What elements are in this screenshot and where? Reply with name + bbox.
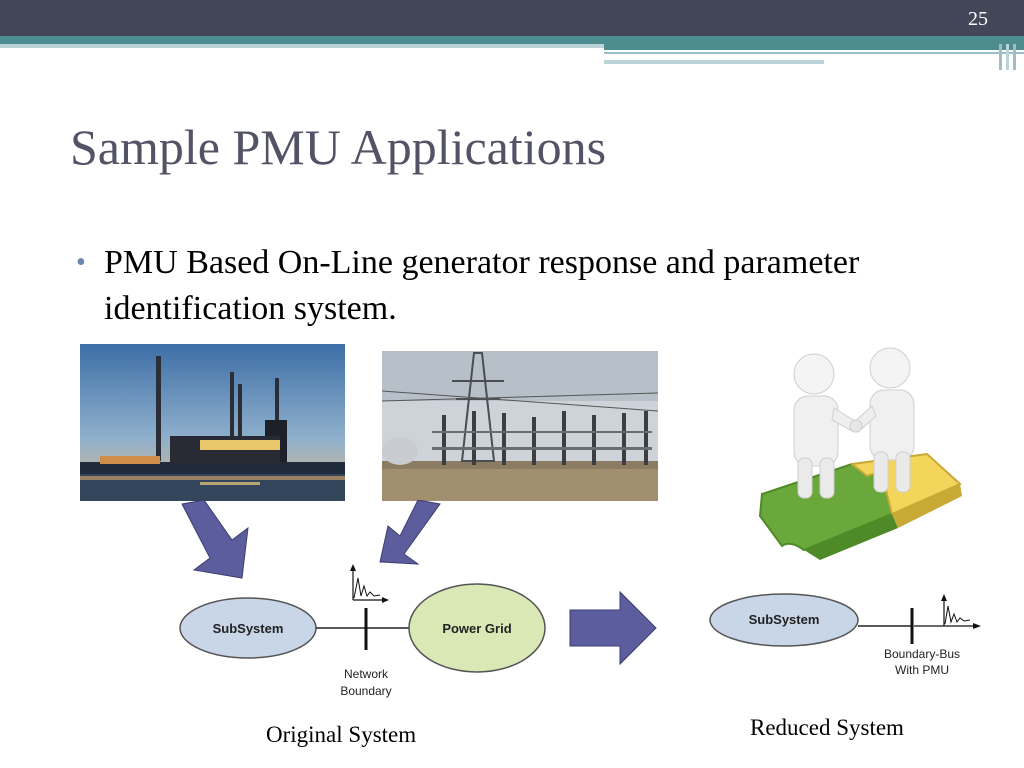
boundary-label-line2: Boundary [340,684,391,698]
subsystem-label: SubSystem [749,612,820,627]
bus-label-line2: With PMU [895,663,949,677]
pmu-waveform-icon [914,594,981,629]
bullet-text: PMU Based On-Line generator response and… [104,244,860,327]
power-plant-photo [80,344,345,501]
bullet-item: • PMU Based On-Line generator response a… [76,240,866,332]
subsystem-label: SubSystem [213,621,284,636]
header-stripe-light [0,44,1024,48]
header-bar: 25 [0,0,1024,36]
reduced-system-diagram: SubSystem Boundary-Bus With PMU [709,593,981,677]
power-grid-node [408,583,546,673]
bus-label-line1: Boundary-Bus [884,647,960,661]
page-number: 25 [968,8,988,30]
down-arrow-icon [379,500,441,565]
original-system-caption: Original System [266,722,417,747]
original-system-diagram: SubSystem Network Boundary Power Grid [179,500,546,698]
header-stripe [0,36,1024,44]
bullet-dot-icon: • [76,247,86,278]
boundary-label-line1: Network [344,667,389,681]
power-grid-label: Power Grid [442,621,511,636]
down-arrow-icon [181,500,249,579]
substation-photo [382,351,658,501]
right-arrow-icon [569,590,657,666]
header-decoration [604,44,1024,70]
slide-title: Sample PMU Applications [70,119,607,175]
reduced-system-caption: Reduced System [750,715,904,740]
handshake-puzzle-illustration [742,346,980,564]
pmu-waveform-icon [350,564,389,603]
subsystem-node [709,593,859,647]
